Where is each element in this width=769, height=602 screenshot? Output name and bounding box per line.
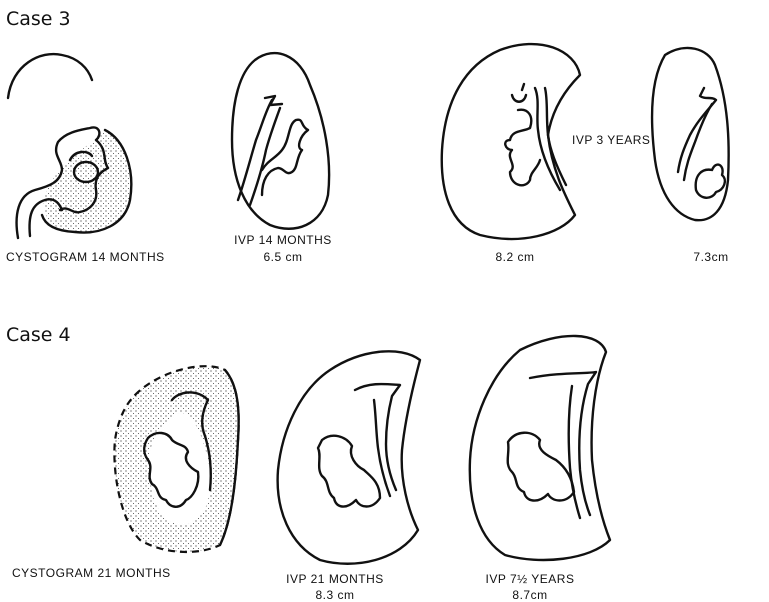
case3-ivp14-drawing: [232, 53, 329, 229]
case3-cystogram-caption: CYSTOGRAM 14 MONTHS: [6, 250, 165, 264]
case4-ivp7-size: 8.7cm: [470, 588, 590, 602]
case3-ivp3-caption: IVP 3 YEARS: [572, 133, 650, 147]
case3-ivp3-large-drawing: [442, 44, 580, 239]
case3-size-82: 8.2 cm: [470, 250, 560, 264]
case4-ivp7-caption: IVP 7½ YEARS: [470, 572, 590, 586]
case4-ivp21-drawing: [278, 351, 420, 563]
case3-size-73: 7.3cm: [676, 250, 746, 264]
case3-ivp14-size: 6.5 cm: [228, 250, 338, 264]
case4-cystogram-drawing: [114, 366, 238, 552]
case3-cystogram-drawing: [8, 54, 131, 238]
case3-ivp3-small-drawing: [652, 48, 729, 220]
case4-title: Case 4: [6, 324, 71, 346]
case4-cystogram-caption: CYSTOGRAM 21 MONTHS: [12, 566, 171, 580]
case4-ivp21-size: 8.3 cm: [275, 588, 395, 602]
case4-ivp21-caption: IVP 21 MONTHS: [275, 572, 395, 586]
case4-ivp7-drawing: [470, 336, 610, 560]
case3-title: Case 3: [6, 8, 71, 30]
case3-ivp14-caption: IVP 14 MONTHS: [228, 233, 338, 247]
